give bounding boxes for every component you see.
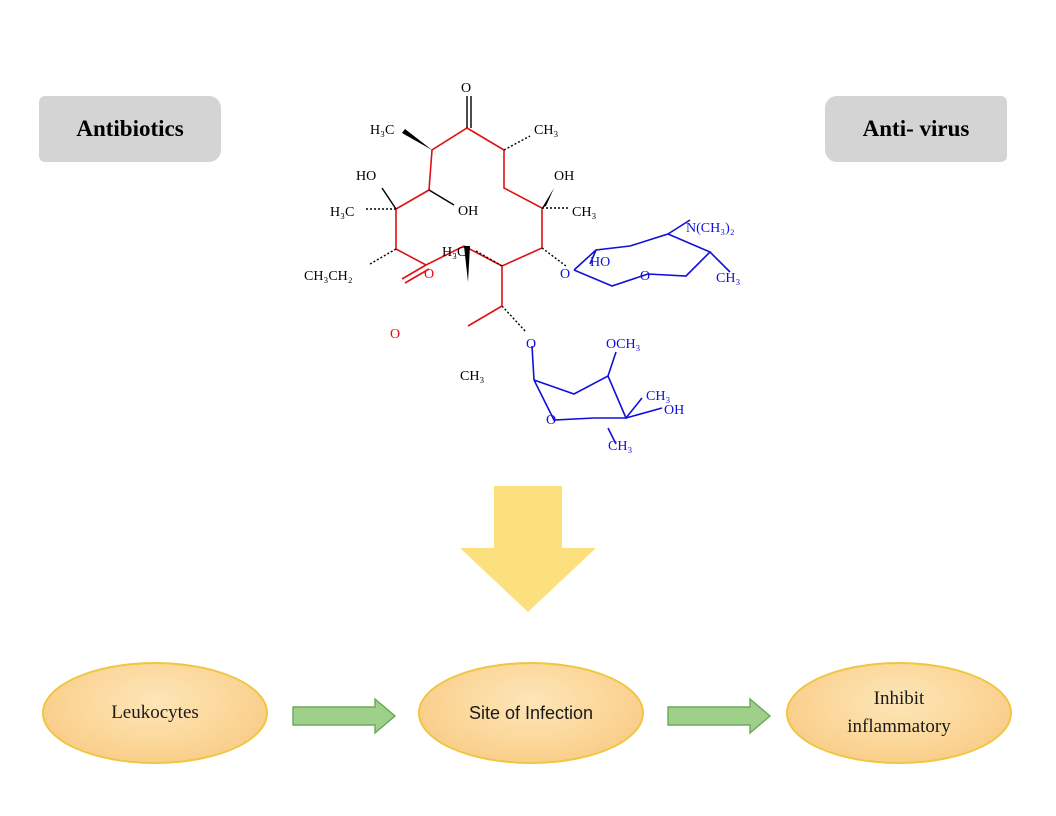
bond-sugar1-ho xyxy=(589,249,597,265)
hash-me5 xyxy=(475,250,503,267)
wedge-me6 xyxy=(464,246,470,282)
atom-oh1: HO xyxy=(356,169,376,184)
atom-me3: H₃C xyxy=(330,205,354,220)
hash-link2 xyxy=(501,305,527,333)
bond-oh2 xyxy=(428,189,455,206)
hash-link1 xyxy=(541,247,567,267)
carbonyl-bond-2 xyxy=(404,268,430,284)
ring-lower-bond xyxy=(467,266,503,327)
wedge-me1 xyxy=(402,129,432,150)
atom-carbonyl-o: O xyxy=(390,327,400,342)
atom-me6: CH₃ xyxy=(460,369,484,384)
atom-sugar2-me2: CH₃ xyxy=(608,439,632,454)
right-arrow-2 xyxy=(667,697,772,735)
atom-ring-o: O xyxy=(424,267,434,282)
atom-link-o: O xyxy=(526,337,536,352)
bond-sugar2-me xyxy=(625,397,643,419)
bond-sugar2-oh xyxy=(625,407,663,419)
bond-sugar2-me2 xyxy=(607,427,617,445)
atom-sugar2-oh: OH xyxy=(664,403,684,418)
lactone-ring-bonds xyxy=(395,127,543,267)
right-arrow-1 xyxy=(292,697,397,735)
atom-me1: H₃C xyxy=(370,123,394,138)
bond-n xyxy=(667,219,691,235)
erythromycin-structure: O H₃C CH₃ HO H₃C OH OH CH₃ CH₃CH₂ O H₃C … xyxy=(304,81,740,454)
atom-sugar2-o: O xyxy=(546,413,556,428)
hash-ethyl xyxy=(369,248,397,265)
inhibit-inflammatory-label: Inhibit inflammatory xyxy=(847,688,951,737)
bond-link-o xyxy=(531,345,535,381)
atom-sugar2-me: CH₃ xyxy=(646,389,670,404)
atom-sugar2-och3: OCH₃ xyxy=(606,337,641,352)
atom-me2: CH₃ xyxy=(534,123,558,138)
atom-ethyl: CH₃CH₂ xyxy=(304,269,353,284)
atom-me4: CH₃ xyxy=(572,205,596,220)
bond-sugar1-me xyxy=(709,251,731,273)
leukocytes-label: Leukocytes xyxy=(111,702,199,723)
atom-me5: H₃C xyxy=(442,245,466,260)
site-of-infection-node: Site of Infection xyxy=(418,662,644,764)
site-of-infection-label: Site of Infection xyxy=(468,703,594,723)
inhibit-inflammatory-node: Inhibit inflammatory xyxy=(786,662,1012,764)
down-arrow xyxy=(460,486,596,612)
atom-oh3: OH xyxy=(554,169,574,184)
wedge-oh3 xyxy=(542,188,554,208)
atom-ketone-o: O xyxy=(461,81,471,96)
atom-oh2: OH xyxy=(458,204,478,219)
carbonyl-bond xyxy=(401,264,427,280)
atom-ring-o2: O xyxy=(560,267,570,282)
atom-sugar1-o: O xyxy=(640,269,650,284)
hash-me2 xyxy=(503,135,531,151)
bond-och3 xyxy=(607,351,617,377)
leukocytes-node: Leukocytes xyxy=(42,662,268,764)
bond-oh1 xyxy=(381,187,397,210)
atom-sugar1-ho: HO xyxy=(590,255,610,270)
antibiotics-tag: Antibiotics xyxy=(39,96,221,162)
atom-sugar1-n: N(CH₃)₂ xyxy=(686,221,735,236)
anti-virus-tag: Anti- virus xyxy=(825,96,1007,162)
atom-sugar1-me: CH₃ xyxy=(716,271,740,286)
